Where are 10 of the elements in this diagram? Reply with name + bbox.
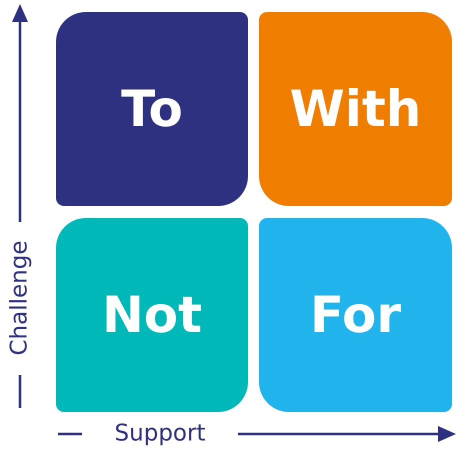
quadrant-label: To <box>121 84 183 134</box>
quadrant-label: For <box>310 290 402 340</box>
axis-label: Challenge <box>8 240 32 356</box>
quadrant-box <box>56 12 248 206</box>
quadrant-box <box>56 218 248 412</box>
quadrant-label: With <box>290 84 422 134</box>
quadrant-label: Not <box>102 290 202 340</box>
quadrant-box <box>259 12 452 206</box>
quadrant-box <box>259 218 452 412</box>
axis-label: Support <box>114 422 206 446</box>
